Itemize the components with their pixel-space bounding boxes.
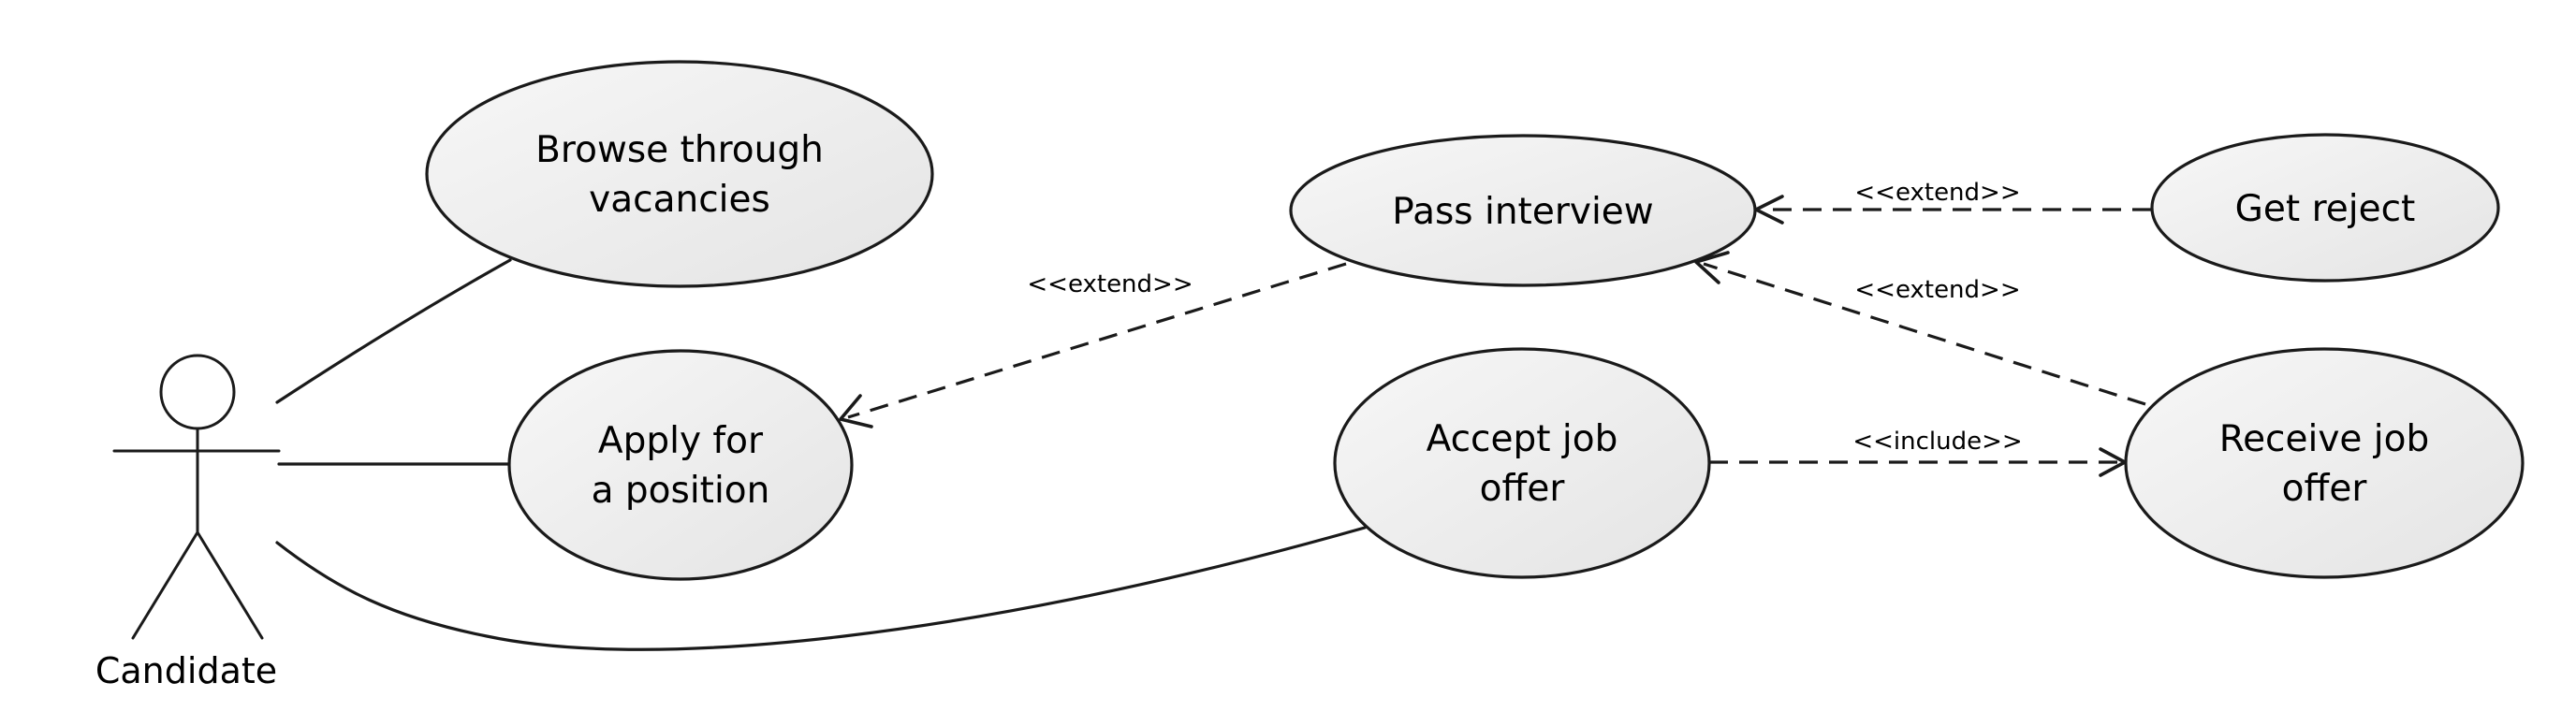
actor-candidate[interactable]: Candidate (95, 354, 281, 691)
use-case-receive-offer-label-line1: Receive job (2219, 418, 2430, 460)
use-case-receive-offer-label-line2: offer (2282, 468, 2368, 510)
use-case-browse[interactable]: Browse through vacancies (425, 60, 934, 288)
stereotype-labels: <<extend>> <<extend>> <<extend>> <<inclu… (1027, 179, 2022, 456)
actor-right-leg (196, 530, 264, 640)
extend-label-pass-apply: <<extend>> (1027, 270, 1193, 298)
use-case-apply-shape[interactable] (507, 349, 854, 581)
use-case-apply-label-line1: Apply for (598, 420, 764, 462)
use-case-receive-offer[interactable]: Receive job offer (2124, 347, 2525, 579)
use-case-pass-interview[interactable]: Pass interview (1289, 134, 1757, 287)
associations (275, 258, 1367, 651)
use-case-receive-offer-shape[interactable] (2124, 347, 2525, 579)
extend-receive-to-pass-arrowhead (1694, 251, 1730, 284)
actor-left-leg (131, 530, 199, 640)
use-case-get-reject-label: Get reject (2235, 188, 2416, 230)
extend-label-receive-pass: <<extend>> (1854, 276, 2020, 304)
include-label-accept-receive: <<include>> (1852, 428, 2022, 456)
use-case-browse-shape[interactable] (425, 60, 934, 288)
use-case-pass-interview-shape[interactable] (1289, 134, 1757, 287)
use-case-get-reject[interactable]: Get reject (2150, 133, 2500, 283)
extend-pass-to-apply-line[interactable] (847, 262, 1347, 419)
use-case-accept-offer-label-line1: Accept job (1427, 418, 1618, 460)
association-browse[interactable] (275, 258, 512, 404)
actor-head (159, 354, 236, 430)
association-accept-offer[interactable] (275, 526, 1367, 651)
actor-name: Candidate (95, 650, 277, 691)
use-case-accept-offer-shape[interactable] (1333, 347, 1711, 579)
use-case-accept-offer[interactable]: Accept job offer (1333, 347, 1711, 579)
use-case-pass-interview-label: Pass interview (1392, 191, 1653, 233)
use-case-browse-label-line1: Browse through (535, 129, 824, 171)
extend-label-reject-pass: <<extend>> (1854, 179, 2020, 207)
use-case-browse-label-line2: vacancies (589, 179, 770, 221)
use-case-accept-offer-label-line2: offer (1480, 468, 1566, 510)
extend-receive-to-pass-line[interactable] (1703, 262, 2146, 406)
use-case-apply[interactable]: Apply for a position (507, 349, 854, 581)
use-case-get-reject-shape[interactable] (2150, 133, 2500, 283)
use-case-apply-label-line2: a position (592, 470, 770, 512)
extend-pass-to-apply-arrowhead (839, 394, 873, 428)
